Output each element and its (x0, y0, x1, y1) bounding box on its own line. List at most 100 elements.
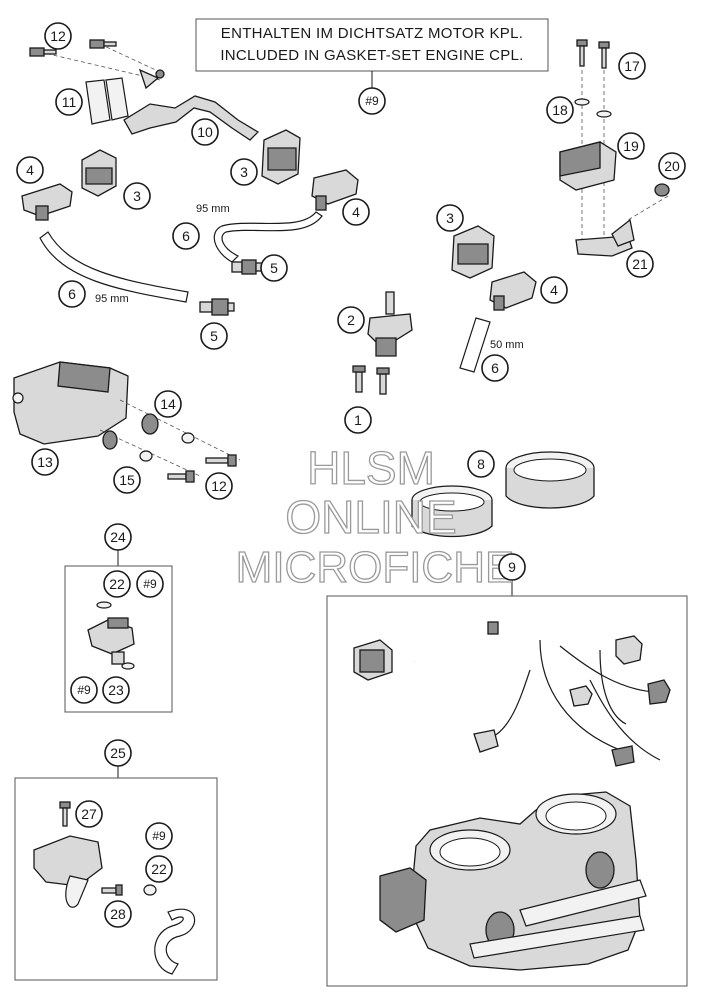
svg-text:24: 24 (110, 529, 126, 545)
svg-text:23: 23 (108, 682, 124, 698)
callout-3-right: 3 (436, 204, 464, 232)
callout-4-middle: 4 (342, 198, 370, 226)
svg-text:3: 3 (240, 164, 248, 180)
svg-text:8: 8 (477, 456, 485, 472)
callout-12-ecu: 12 (205, 472, 233, 500)
hose-6-middle (213, 211, 323, 263)
callout-15: 15 (113, 466, 141, 494)
svg-text:18: 18 (552, 102, 568, 118)
svg-text:15: 15 (119, 472, 135, 488)
sensor-shaft (385, 291, 395, 315)
throttle-body-box (326, 580, 688, 987)
watermark-line1: HLSM (307, 442, 435, 494)
callout-3-left: 3 (123, 182, 151, 210)
valve-actuator (33, 835, 103, 887)
connector-e (611, 745, 635, 767)
svg-text:28: 28 (110, 906, 126, 922)
callout-8: 8 (467, 450, 495, 478)
svg-text:4: 4 (352, 204, 360, 220)
svg-text:17: 17 (624, 58, 640, 74)
throttle-position-sensor (352, 291, 413, 395)
connector-a (615, 635, 643, 665)
svg-text:12: 12 (50, 28, 66, 44)
svg-text:12: 12 (211, 478, 227, 494)
nipple-5-left (199, 298, 235, 316)
svg-text:10: 10 (197, 124, 213, 140)
callout-13: 13 (31, 448, 59, 476)
callout-18: 18 (546, 96, 574, 124)
bolt-17 (576, 39, 610, 69)
module-bracket-assembly (559, 39, 670, 257)
callout-9-hash-injector-bottom: #9 (70, 676, 98, 704)
bolt-12-right (89, 39, 105, 49)
screw-27 (59, 801, 71, 809)
callout-5-left: 5 (200, 322, 228, 350)
svg-text:5: 5 (210, 328, 218, 344)
svg-text:6: 6 (182, 228, 190, 244)
bracket-assembly (29, 39, 260, 141)
bolt-12-ecu-lower (167, 470, 195, 483)
svg-text:20: 20 (664, 158, 680, 174)
callout-9: 9 (498, 553, 526, 581)
note-line-german: ENTHALTEN IM DICHTSATZ MOTOR KPL. (221, 25, 523, 42)
callouts: 12 11 10 #9 4 3 3 4 6 5 6 5 3 4 6 2 1 17… (16, 22, 686, 928)
svg-text:3: 3 (133, 188, 141, 204)
callout-23: 23 (102, 676, 130, 704)
sensor-group-left: 95 mm (21, 149, 235, 316)
nut-20 (654, 183, 670, 197)
nipple-5-middle (231, 259, 263, 275)
svg-text:4: 4 (550, 282, 558, 298)
svg-text:9: 9 (508, 559, 516, 575)
svg-text:19: 19 (623, 138, 639, 154)
svg-text:#9: #9 (77, 683, 91, 697)
callout-10: 10 (191, 118, 219, 146)
callout-4-right: 4 (540, 276, 568, 304)
svg-text:4: 4 (26, 162, 34, 178)
bracket-10 (123, 95, 260, 141)
callout-9-hash-injector-top: #9 (136, 570, 164, 598)
svg-text:25: 25 (110, 745, 126, 761)
screw-1-right (379, 373, 387, 395)
connector-d (473, 729, 499, 753)
hose-length-label-right: 50 mm (490, 339, 524, 351)
rubber-strap-11 (85, 79, 111, 125)
o-ring-22-box (143, 884, 157, 896)
callout-4-left: 4 (16, 156, 44, 184)
svg-text:13: 13 (37, 454, 53, 470)
svg-text:14: 14 (160, 396, 176, 412)
throttle-actuator (379, 867, 427, 933)
svg-text:#9: #9 (143, 577, 157, 591)
callout-22-injector: 22 (103, 570, 131, 598)
bushing-14 (141, 413, 159, 435)
hose-6-left (39, 231, 189, 303)
bolt-12-ecu-upper (205, 454, 237, 467)
svg-text:#9: #9 (365, 94, 379, 108)
callout-24: 24 (104, 523, 132, 551)
o-ring-22 (96, 601, 112, 609)
note-line-english: INCLUDED IN GASKET-SET ENGINE CPL. (220, 47, 523, 64)
callout-22-box: 22 (145, 855, 173, 883)
svg-text:2: 2 (347, 312, 355, 328)
bushing-15 (102, 430, 118, 450)
hose-6-right (459, 317, 491, 373)
callout-9-hash-box: #9 (145, 822, 173, 850)
hose-length-label-left: 95 mm (95, 293, 129, 305)
callout-12-top: 12 (44, 22, 72, 50)
callout-9-hash-note: #9 (358, 87, 386, 115)
svg-text:1: 1 (354, 412, 362, 428)
callout-6-right: 6 (481, 354, 509, 382)
callout-6-middle: 6 (172, 222, 200, 250)
intake-rings-8 (411, 451, 595, 538)
callout-19: 19 (617, 132, 645, 160)
callout-3-middle: 3 (230, 158, 258, 186)
svg-text:11: 11 (62, 94, 77, 110)
sensor-group-middle: 95 mm (196, 129, 359, 275)
gasket-set-note: ENTHALTEN IM DICHTSATZ MOTOR KPL. INCLUD… (195, 18, 549, 88)
callout-14: 14 (154, 390, 182, 418)
callout-20: 20 (658, 152, 686, 180)
svg-text:22: 22 (151, 861, 167, 877)
callout-17: 17 (618, 52, 646, 80)
svg-text:21: 21 (632, 256, 648, 272)
callout-2: 2 (337, 306, 365, 334)
